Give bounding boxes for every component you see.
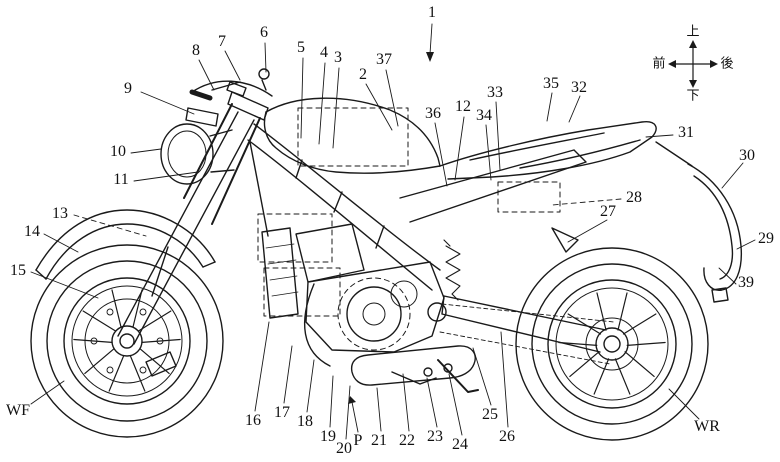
rear-wheel	[515, 247, 709, 441]
ref-label-9: 9	[124, 80, 132, 97]
frame	[247, 123, 587, 291]
ref-label-30: 30	[739, 147, 755, 164]
ref-label-5: 5	[297, 39, 305, 56]
ref-label-29: 29	[758, 230, 774, 247]
ref-label-35: 35	[543, 75, 559, 92]
engine	[295, 223, 447, 353]
compass-label-down: 下	[686, 88, 700, 104]
ref-label-25: 25	[482, 406, 498, 423]
radiator	[261, 227, 299, 319]
point-label-p: P	[353, 432, 363, 449]
compass-arrows	[671, 45, 715, 85]
ref-label-17: 17	[274, 404, 290, 421]
ref-label-16: 16	[245, 412, 261, 429]
ref-label-28: 28	[626, 189, 642, 206]
ref-label-1: 1	[428, 4, 436, 21]
ref-label-15: 15	[10, 262, 26, 279]
ref-label-36: 36	[425, 105, 441, 122]
ref-label-23: 23	[427, 428, 443, 445]
ref-label-6: 6	[260, 24, 268, 41]
exhaust	[303, 283, 476, 386]
ref-label-13: 13	[52, 205, 68, 222]
front-fork	[117, 91, 269, 345]
ref-label-20: 20	[336, 440, 352, 457]
wheel-label-wf: WF	[6, 402, 30, 419]
rear-fender	[655, 141, 743, 303]
ref-label-22: 22	[399, 432, 415, 449]
ref-label-37: 37	[376, 51, 392, 68]
ref-label-26: 26	[499, 428, 515, 445]
ref-label-27: 27	[600, 203, 616, 220]
ref-label-39: 39	[738, 274, 754, 291]
ref-label-31: 31	[678, 124, 694, 141]
seat-tail	[439, 121, 657, 180]
compass-label-front: 前	[652, 56, 666, 72]
headlight	[160, 123, 235, 185]
ref-label-11: 11	[113, 171, 129, 188]
foot-controls	[391, 227, 579, 393]
ref-label-7: 7	[218, 33, 226, 50]
handlebar	[185, 68, 273, 127]
front-wheel	[30, 244, 224, 438]
ref-label-32: 32	[571, 79, 587, 96]
ref-label-10: 10	[110, 143, 126, 160]
ref-label-2: 2	[359, 66, 367, 83]
ref-label-3: 3	[334, 49, 342, 66]
ref-label-12: 12	[455, 98, 471, 115]
ref-label-14: 14	[24, 223, 40, 240]
ref-label-18: 18	[297, 413, 313, 430]
rear-shock	[443, 239, 461, 301]
ref-label-33: 33	[487, 84, 503, 101]
ref-label-8: 8	[192, 42, 200, 59]
compass-label-rear: 後	[720, 56, 734, 72]
ref-label-24: 24	[452, 436, 468, 453]
leader-lines	[30, 23, 756, 440]
fuel-tank	[263, 97, 441, 174]
hidden-components	[257, 107, 561, 351]
ref-label-21: 21	[371, 432, 387, 449]
arrowheads	[348, 40, 718, 404]
ref-label-19: 19	[320, 428, 336, 445]
ref-label-4: 4	[320, 44, 328, 61]
ref-label-34: 34	[476, 107, 492, 124]
wheel-label-wr: WR	[694, 418, 720, 435]
compass-label-up: 上	[686, 24, 700, 40]
